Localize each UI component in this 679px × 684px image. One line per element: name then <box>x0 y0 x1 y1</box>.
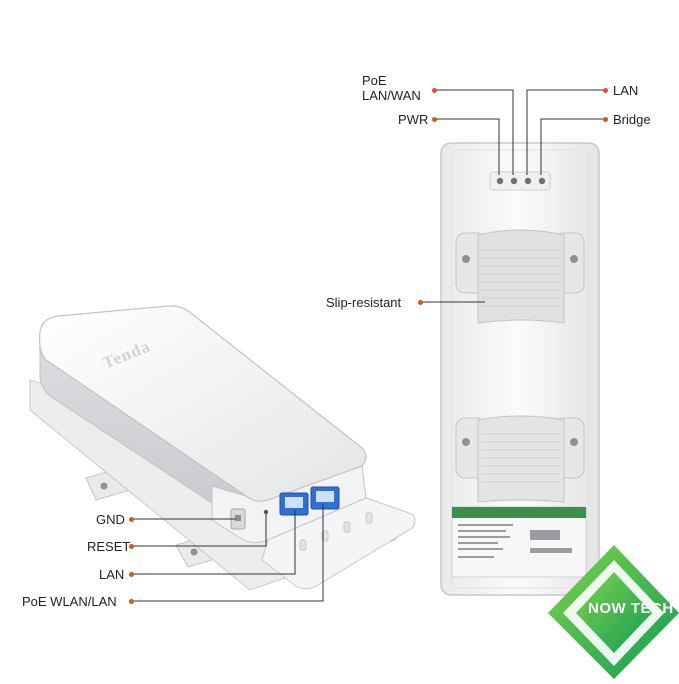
callout-dot <box>129 517 134 522</box>
label-poe-lan-wan: PoE LAN/WAN <box>362 73 421 103</box>
label-lan-top: LAN <box>613 83 639 98</box>
label-poe-wlan-lan: PoE WLAN/LAN <box>22 594 117 609</box>
callout-dot <box>418 300 423 305</box>
front-angle-device <box>29 305 416 591</box>
now-tech-logo <box>548 545 679 679</box>
callout-dot <box>432 88 437 93</box>
label-lan-bottom: LAN <box>99 567 125 582</box>
label-lan-wan-line2: LAN/WAN <box>362 88 421 103</box>
callout-dot <box>603 88 608 93</box>
label-pwr: PWR <box>398 112 429 127</box>
mounting-clamp-upper <box>455 229 585 324</box>
callout-dot <box>129 572 134 577</box>
callout-dot <box>129 599 134 604</box>
label-slip-resistant: Slip-resistant <box>326 295 402 310</box>
back-panel-device <box>440 142 600 596</box>
label-bridge: Bridge <box>613 112 651 127</box>
watermark-text: NOW TECH <box>588 600 674 617</box>
callout-dot <box>432 117 437 122</box>
callout-dot <box>129 544 134 549</box>
leader-lines <box>131 89 605 602</box>
product-label-sticker <box>451 506 587 578</box>
mounting-clamp-lower <box>455 415 585 503</box>
label-reset: RESET <box>87 539 131 554</box>
label-poe-line1: PoE <box>362 73 387 88</box>
callout-dot <box>603 117 608 122</box>
label-gnd: GND <box>96 512 125 527</box>
